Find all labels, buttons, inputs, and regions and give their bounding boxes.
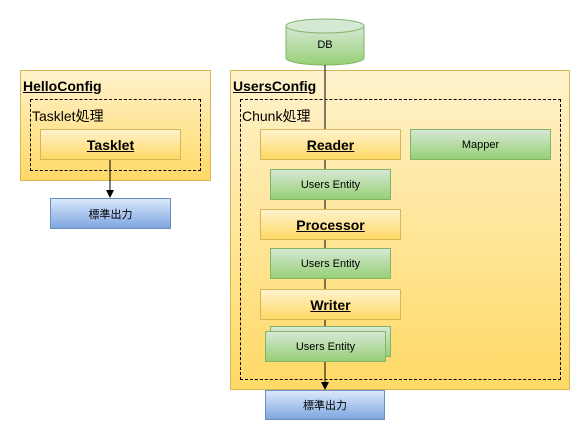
users-entity-box-1: Users Entity <box>270 169 391 200</box>
tasklet-box: Tasklet <box>40 129 181 160</box>
db-label: DB <box>317 39 333 51</box>
hello-output-box: 標準出力 <box>50 198 171 229</box>
users-entity-box-3: Users Entity <box>265 331 386 362</box>
users-config-title: UsersConfig <box>233 78 317 94</box>
tasklet-group-label: Tasklet処理 <box>32 108 104 124</box>
tasklet-group: Tasklet処理 <box>30 99 201 171</box>
chunk-group-label: Chunk処理 <box>242 108 311 124</box>
writer-box: Writer <box>260 289 401 320</box>
mapper-box: Mapper <box>410 129 551 160</box>
hello-arrow-head <box>106 190 114 198</box>
hello-config-title: HelloConfig <box>23 78 102 94</box>
reader-box: Reader <box>260 129 401 160</box>
users-output-box: 標準出力 <box>265 390 385 420</box>
users-entity-box-2: Users Entity <box>270 248 391 279</box>
processor-box: Processor <box>260 209 401 240</box>
hello-config-container: HelloConfig <box>20 70 211 181</box>
chunk-group: Chunk処理 <box>240 99 561 380</box>
